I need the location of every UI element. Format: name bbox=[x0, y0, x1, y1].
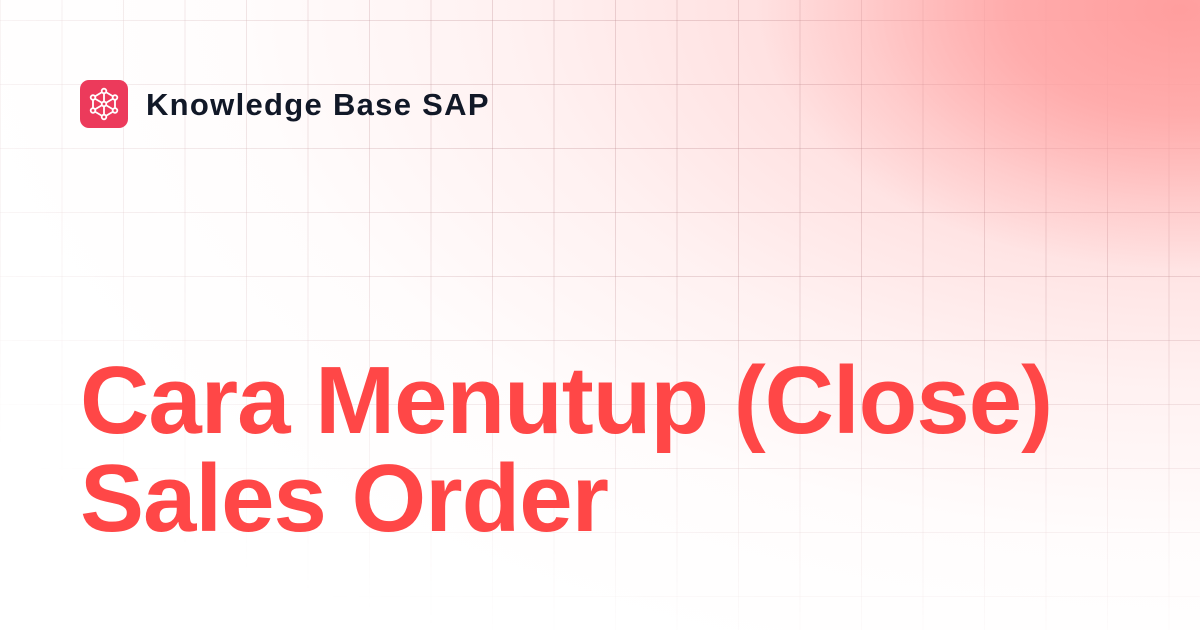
title-line-1: Cara Menutup (Close) bbox=[80, 347, 1053, 454]
title-line-2: Sales Order bbox=[80, 445, 609, 552]
brand-name: Knowledge Base SAP bbox=[146, 86, 490, 122]
brand-header: Knowledge Base SAP bbox=[80, 80, 490, 128]
brand-logo bbox=[80, 80, 128, 128]
network-cube-icon bbox=[89, 87, 119, 121]
article-title: Cara Menutup (Close) Sales Order bbox=[80, 347, 1053, 552]
